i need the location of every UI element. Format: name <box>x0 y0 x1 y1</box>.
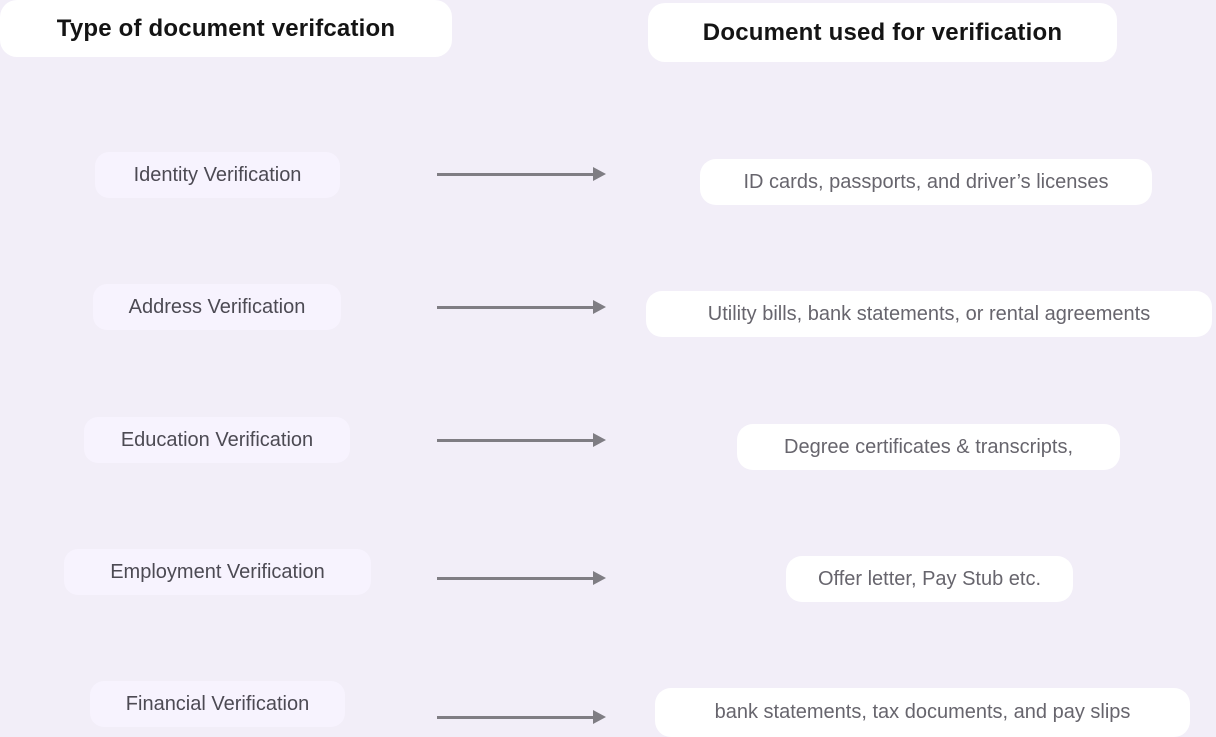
arrow-right-icon <box>437 710 606 724</box>
verification-type-pill-education: Education Verification <box>84 417 350 463</box>
document-box-address: Utility bills, bank statements, or renta… <box>646 291 1212 337</box>
document-box-identity: ID cards, passports, and driver’s licens… <box>700 159 1152 205</box>
verification-type-pill-identity: Identity Verification <box>95 152 340 198</box>
arrow-right-icon <box>437 300 606 314</box>
document-box-financial: bank statements, tax documents, and pay … <box>655 688 1190 737</box>
arrow-right-icon <box>437 571 606 585</box>
verification-type-pill-address: Address Verification <box>93 284 341 330</box>
arrow-right-icon <box>437 433 606 447</box>
column-header-documents-used: Document used for verification <box>648 3 1117 62</box>
document-box-education: Degree certificates & transcripts, <box>737 424 1120 470</box>
document-box-employment: Offer letter, Pay Stub etc. <box>786 556 1073 602</box>
verification-type-pill-employment: Employment Verification <box>64 549 371 595</box>
verification-type-pill-financial: Financial Verification <box>90 681 345 727</box>
arrow-right-icon <box>437 167 606 181</box>
column-header-verification-types: Type of document verifcation <box>0 0 452 57</box>
